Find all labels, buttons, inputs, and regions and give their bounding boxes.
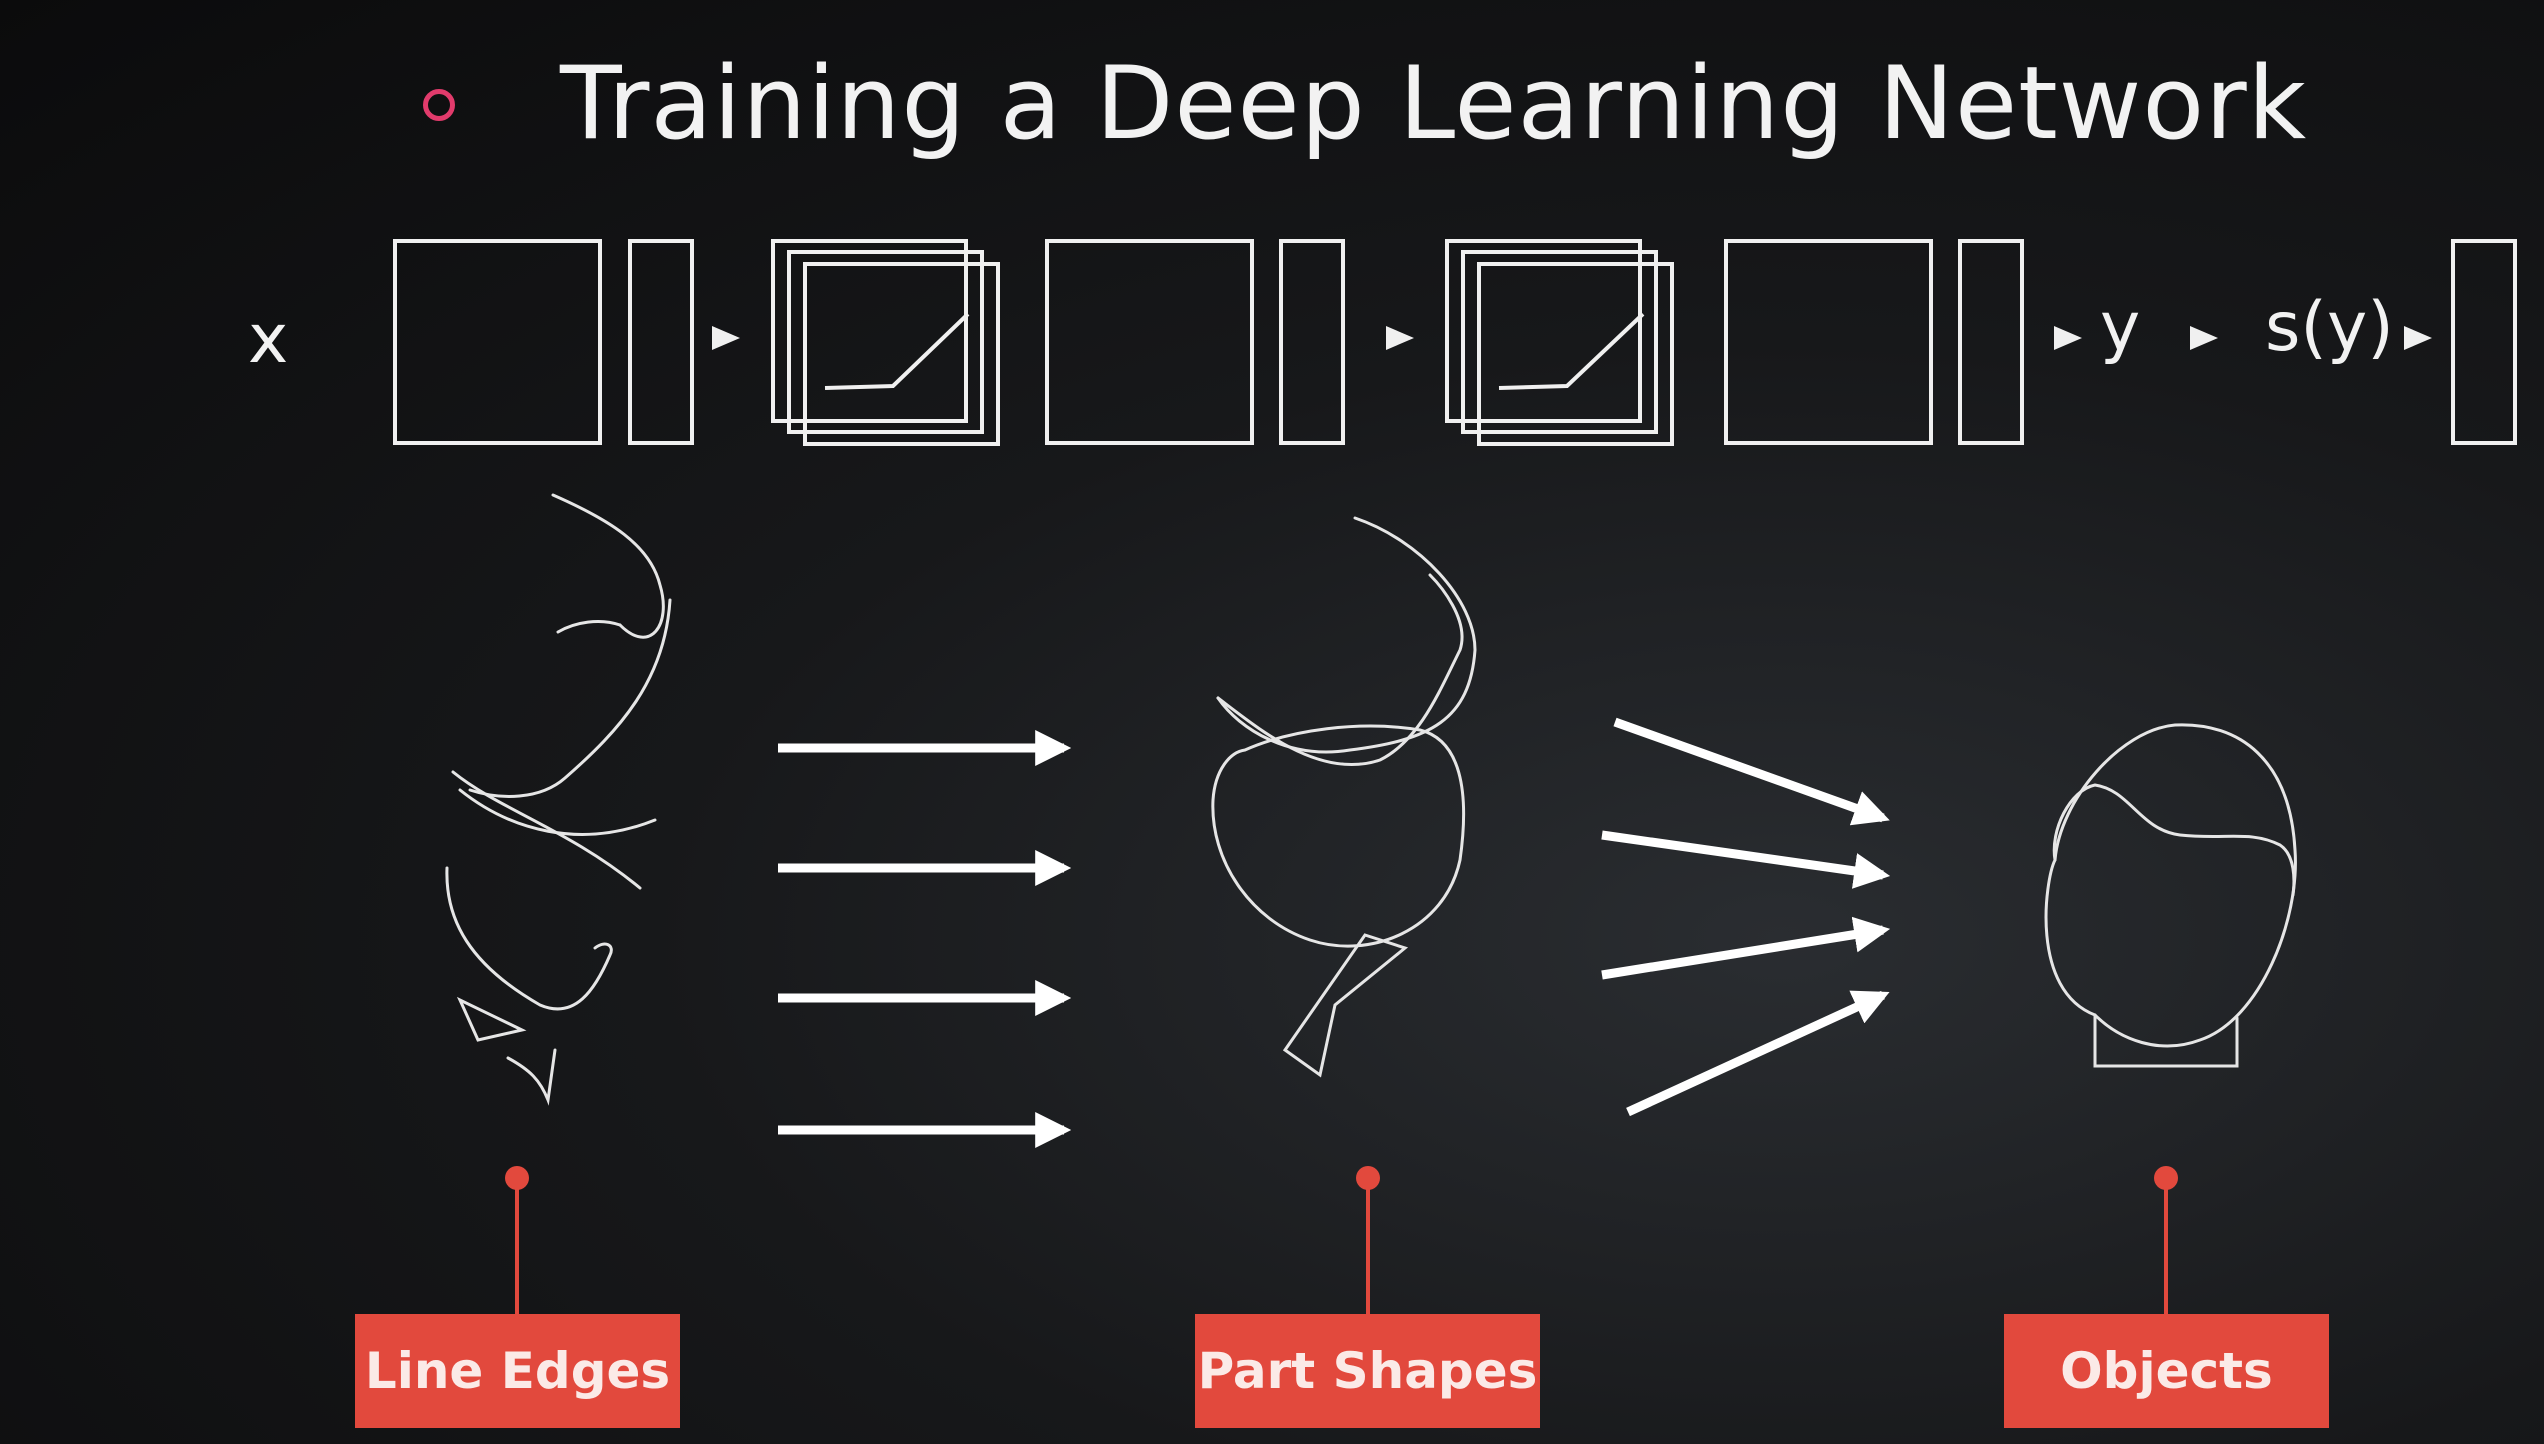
parts-to-objects-arrows: [1601, 717, 1891, 1117]
line-edges-sketch: [445, 493, 672, 1106]
conv-layer-3: [1724, 239, 1933, 445]
object-head-sketch: [2044, 723, 2297, 1068]
part-shapes-sketch: [1211, 516, 1477, 1078]
relu-stack-1: [771, 239, 1000, 446]
arrow-parts-1: [1613, 717, 1890, 826]
arrow-parts-3: [1601, 916, 1891, 980]
arrow-head-2: [1386, 326, 1414, 350]
relu-curve-1: [824, 312, 970, 390]
edges-to-parts-arrows: [778, 730, 1072, 1148]
arrow-head-4: [2190, 326, 2218, 350]
bias-layer-3: [1958, 239, 2024, 445]
badge-objects: Objects: [2004, 1314, 2329, 1428]
softmax-label: s(y): [2265, 288, 2394, 367]
conv-layer-2: [1045, 239, 1254, 445]
output-label-y: y: [2100, 288, 2141, 367]
network-architecture: [393, 239, 2517, 446]
arrow-parts-2: [1601, 830, 1891, 889]
badge-line-edges: Line Edges: [355, 1314, 680, 1428]
stage-pins: [505, 1166, 2178, 1314]
arrow-head-1: [712, 326, 740, 350]
arrow-head-5: [2404, 326, 2432, 350]
relu-stack-2: [1445, 239, 1674, 446]
badge-part-shapes: Part Shapes: [1195, 1314, 1540, 1428]
input-label-x: x: [248, 300, 289, 379]
bias-layer-2: [1279, 239, 1345, 445]
conv-layer-1: [393, 239, 602, 445]
bias-layer-1: [628, 239, 694, 445]
relu-curve-2: [1498, 312, 1645, 390]
title-bullet-icon: [423, 89, 455, 121]
output-layer: [2451, 239, 2517, 445]
slide-title: Training a Deep Learning Network: [560, 44, 2308, 162]
arrow-head-3: [2054, 326, 2082, 350]
arrow-parts-4: [1626, 990, 1890, 1117]
